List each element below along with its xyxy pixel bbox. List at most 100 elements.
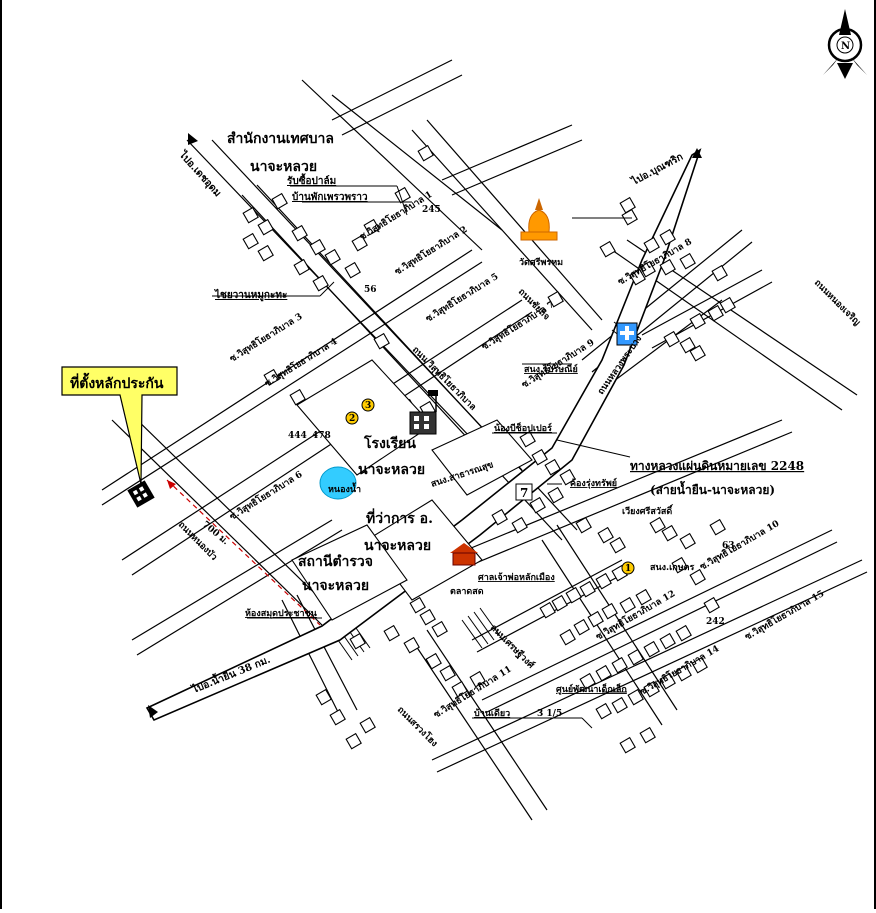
- municipal-office-label: สำนักงานเทศบาล: [227, 131, 334, 147]
- building-block: [257, 218, 274, 236]
- building-block: [529, 496, 546, 514]
- building-block: [595, 702, 612, 720]
- building-block: [511, 516, 528, 534]
- building-block: [519, 430, 536, 448]
- building-block: [709, 518, 726, 536]
- building-block: [383, 624, 400, 642]
- road-6-label: ซ.วิสุทธิโยธาภิบาล 6: [227, 468, 304, 522]
- guesthouse-label: บ้านพักเพรวพราว: [292, 191, 368, 203]
- building-block: [689, 312, 706, 330]
- building-block: [309, 238, 326, 256]
- building-block: [691, 656, 708, 674]
- building-block: [579, 672, 596, 690]
- compass-north-icon: N: [823, 9, 867, 79]
- building-block: [663, 330, 680, 348]
- wiang-label: เวียงศรีสวัสดิ์: [622, 504, 674, 517]
- pond-label: หนองน้ำ: [328, 482, 361, 495]
- building-block: [329, 708, 346, 726]
- school-label-2: นาจะหลวย: [358, 462, 425, 478]
- ban-kiew-label: บ้านเดียว: [474, 708, 510, 719]
- district-office-label: ที่ว่าการ อ.: [366, 508, 433, 527]
- num-56-label: 56: [364, 285, 377, 295]
- highway-sublabel: (สายน้ำยืน-นาจะหลวย): [650, 480, 775, 497]
- building-block: [425, 652, 442, 670]
- building-block: [263, 368, 280, 386]
- municipal-office-label-2: นาจะหลวย: [250, 159, 317, 175]
- num-63-label: 63: [722, 541, 735, 551]
- num-242-label: 242: [706, 617, 725, 627]
- building-block: [289, 388, 306, 406]
- building-block: [659, 228, 676, 246]
- road-9-label: ซ.วิสุทธิโยธาภิบาล 9: [519, 336, 596, 390]
- market-label: ตลาดสด: [450, 587, 484, 597]
- building-block: [291, 224, 308, 242]
- building-block: [324, 248, 341, 266]
- nong-shop-label: น้องบีช็อปเปอร์: [494, 421, 552, 434]
- building-block: [575, 516, 592, 534]
- number-markers: 2 3 1: [345, 398, 635, 575]
- building-block: [703, 596, 720, 614]
- building-block: [659, 258, 676, 276]
- landmark-blocks: [291, 359, 533, 621]
- building-block: [344, 261, 361, 279]
- building-block: [599, 240, 616, 258]
- to-buntharik-label: ไปอ.บุณฑริก: [628, 150, 685, 188]
- leader-lines: [212, 185, 632, 729]
- school-building-icon: [409, 390, 438, 435]
- building-block: [469, 670, 486, 688]
- compass-letter: N: [841, 41, 850, 52]
- highway-label: ทางหลวงแผ่นดินหมายเลข 2248: [630, 459, 804, 473]
- police-label: สถานีตำรวจ: [298, 554, 373, 570]
- hospital-cross-icon: [616, 322, 638, 346]
- building-block: [619, 196, 636, 214]
- building-block: [675, 664, 692, 682]
- building-block: [671, 556, 688, 574]
- building-block: [579, 580, 596, 598]
- building-block: [315, 688, 332, 706]
- building-block: [417, 144, 434, 162]
- road-7-label: ซ.วิสุทธิโยธาภิบาล 7: [479, 298, 556, 352]
- building-block: [419, 608, 436, 626]
- building-block: [403, 636, 420, 654]
- building-blocks: [242, 144, 736, 754]
- building-block: [609, 536, 626, 554]
- building-block: [629, 268, 646, 286]
- marker-3: 3: [365, 401, 371, 411]
- school-label: โรงเรียน: [363, 434, 416, 452]
- building-block: [719, 296, 736, 314]
- district-office-label-2: นาจะหลวย: [364, 538, 431, 554]
- road-1-label: ซ.วิสุทธิโยธาภิบาล 1: [357, 188, 434, 242]
- building-block: [635, 588, 652, 606]
- building-block: [611, 656, 628, 674]
- building-block: [345, 732, 362, 750]
- building-block: [312, 274, 329, 292]
- shrine-icon: [450, 543, 478, 566]
- road-bottom-label: ถนนเศรษฐีวงศ์: [488, 622, 537, 671]
- road-5-label: ซ.วิสุทธิโยธาภิบาล 5: [423, 270, 500, 324]
- palm-buyer-label: รับซื้อปาล์ม: [287, 173, 336, 187]
- building-block: [627, 648, 644, 666]
- building-block: [409, 596, 426, 614]
- building-block: [639, 726, 656, 744]
- building-block: [679, 532, 696, 550]
- post-office-label: สนง.ไปรษณีย์: [524, 363, 578, 375]
- temple-label: วัดศรีพรหม: [519, 257, 563, 268]
- building-block: [551, 594, 568, 612]
- building-block: [689, 344, 706, 362]
- building-block: [595, 664, 612, 682]
- building-block: [679, 252, 696, 270]
- building-block: [675, 624, 692, 642]
- building-block: [547, 486, 564, 504]
- building-block: [363, 218, 380, 236]
- site-label: ที่ตั้งหลักประกัน: [70, 372, 164, 392]
- building-block: [451, 680, 468, 698]
- building-block: [394, 186, 411, 204]
- building-block: [689, 568, 706, 586]
- agri-office-label: สนง.เกษตร: [650, 563, 694, 573]
- building-block: [659, 632, 676, 650]
- building-block: [257, 244, 274, 262]
- chaiwan-label: ไชยวานหมูกะทะ: [214, 288, 287, 302]
- direction-arrows: [148, 133, 702, 718]
- building-block: [587, 610, 604, 628]
